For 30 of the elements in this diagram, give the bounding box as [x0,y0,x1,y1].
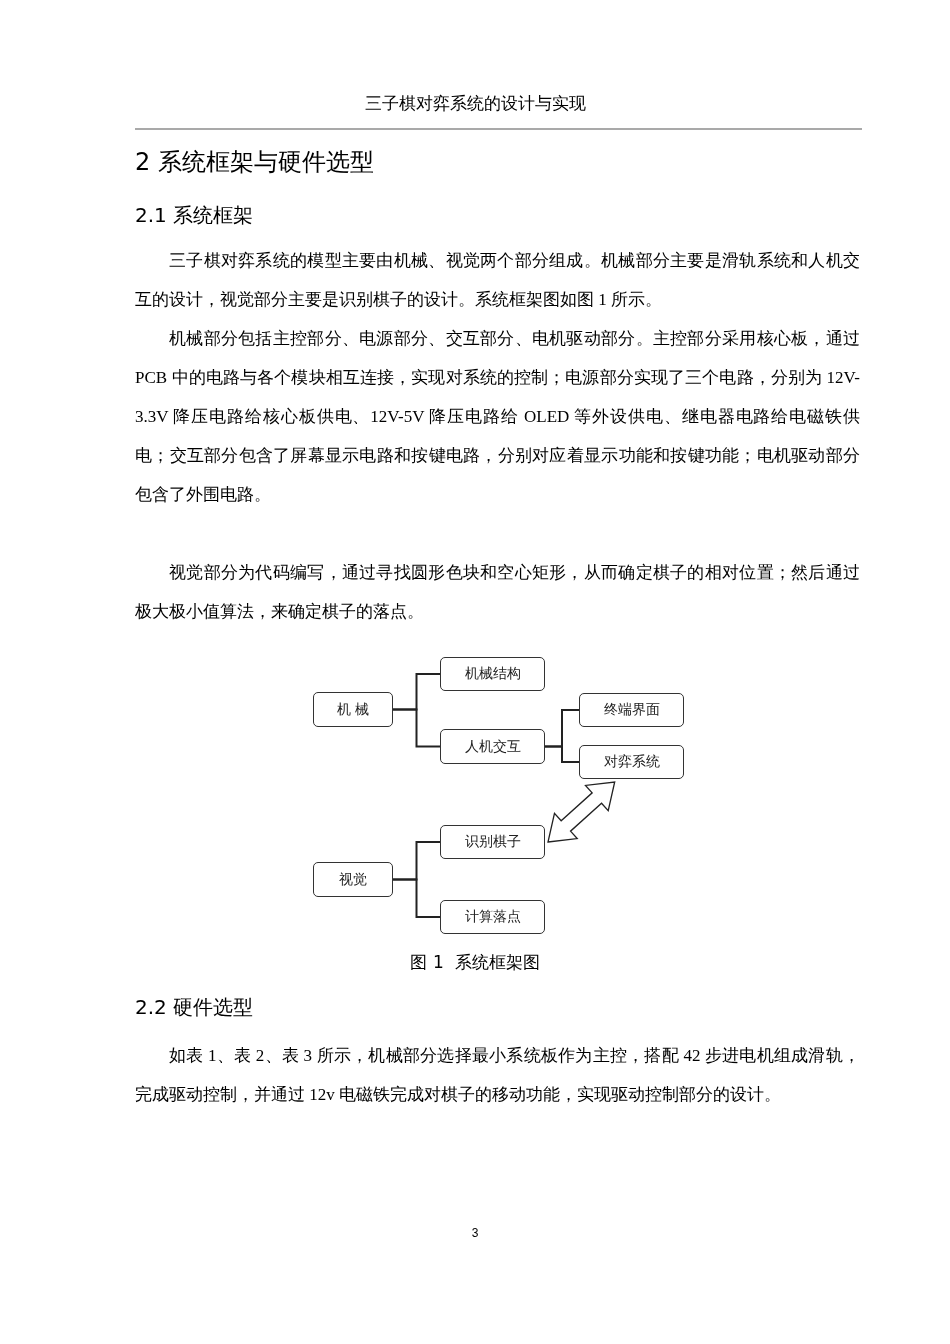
node-text: 视觉 [339,870,367,889]
node-text: 对弈系统 [603,753,660,771]
running-header: 三子棋对弈系统的设计与实现 [363,93,587,115]
node-text: 终端界面 [603,701,660,719]
double-block-arrow [547,781,616,843]
node-text: 机械结构 [464,665,521,683]
paragraph: 如表 1、表 2、表 3 所示，机械部分选择最小系统板作为主控，搭配 42 步进电机组成滑轨，完成驱动控制，并通过 12v 电磁铁完成对棋子的移动功能，实现驱动控制部分的设计。 [135,1045,860,1106]
node-text: 人机交互 [464,737,521,756]
label-box [313,692,393,727]
label-box [440,657,545,691]
bracket-connector [392,878,441,918]
label-box [440,900,545,934]
page-number: 3 [470,1226,480,1240]
subsection-heading: 2.1 系统框架 [135,202,254,229]
paragraph: 视觉部分为代码编写，通过寻找圆形色块和空心矩形，从而确定棋子的相对位置；然后通过极大极小值算法，来确定棋子的落点。 [135,562,860,623]
subsection-heading: 2.2 硬件选型 [135,994,254,1021]
label-box [440,825,545,859]
figure-caption: 图 1 系统框架图 [409,951,541,974]
label-box [579,693,684,727]
bracket-connector [544,745,580,763]
node-text: 识别棋子 [464,833,521,851]
section-heading: 2 系统框架与硬件选型 [135,147,374,178]
bracket-connector [392,708,441,748]
label-box [313,862,393,897]
node-text: 计算落点 [464,908,521,926]
paragraph: 机械部分包括主控部分、电源部分、交互部分、电机驱动部分。主控部分采用核心板，通过 PCB 中的电路与各个模块相互连接，实现对系统的控制；电源部分实现了三个电路，分别为 12V-3.3V 降压电路给核心板供电、12V-5V 降压电路给 OLED 等外设供电、继电器电路给电磁铁供电；交互部分包含了屏幕显示电路和按键电路，分别对应着显示功能和按键功能；电机驱动部分包含了外围电路。 [135,328,860,506]
label-box [440,729,545,764]
node-text: 机 械 [336,700,370,719]
paragraph: 三子棋对弈系统的模型主要由机械、视觉两个部分组成。机械部分主要是滑轨系统和人机交互的设计，视觉部分主要是识别棋子的设计。系统框架图如图 1 所示。 [135,250,860,311]
label-box [579,745,684,779]
